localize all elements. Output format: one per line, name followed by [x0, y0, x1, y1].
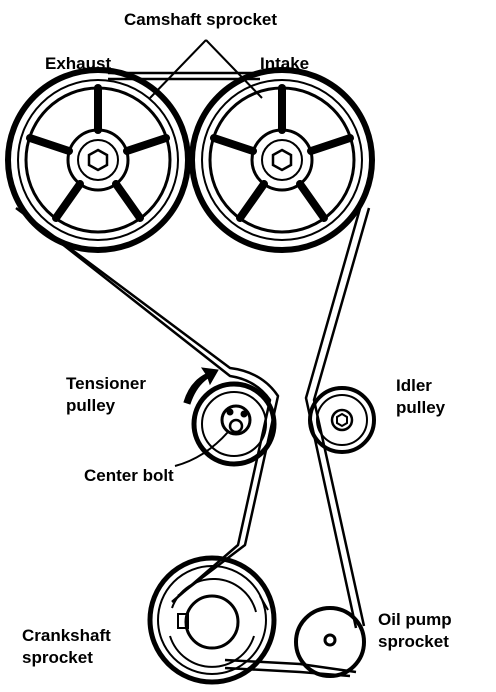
exhaust-camshaft-sprocket [5, 67, 191, 253]
camshaft-sprocket-label: Camshaft sprocket [124, 10, 278, 29]
idler-pulley [308, 386, 376, 454]
crankshaft-sprocket [147, 555, 277, 685]
leader-lines [149, 39, 263, 467]
intake-camshaft-sprocket [189, 67, 375, 253]
oil-pump-sprocket-label-line2: sprocket [378, 632, 449, 651]
oil-pump-sprocket [294, 606, 366, 678]
crankshaft-sprocket-label-line2: sprocket [22, 648, 93, 667]
tensioner-pulley [191, 381, 277, 467]
idler-pulley-label-line2: pulley [396, 398, 446, 417]
tensioner-pulley-label-line2: pulley [66, 396, 116, 415]
rotation-direction-arrow [183, 367, 219, 405]
center-bolt-label: Center bolt [84, 466, 174, 485]
oil-pump-sprocket-label-line1: Oil pump [378, 610, 452, 629]
crankshaft-sprocket-label-line1: Crankshaft [22, 626, 111, 645]
tensioner-pulley-label-line1: Tensioner [66, 374, 146, 393]
idler-pulley-label-line1: Idler [396, 376, 432, 395]
intake-label: Intake [260, 54, 310, 73]
exhaust-label: Exhaust [45, 54, 112, 73]
